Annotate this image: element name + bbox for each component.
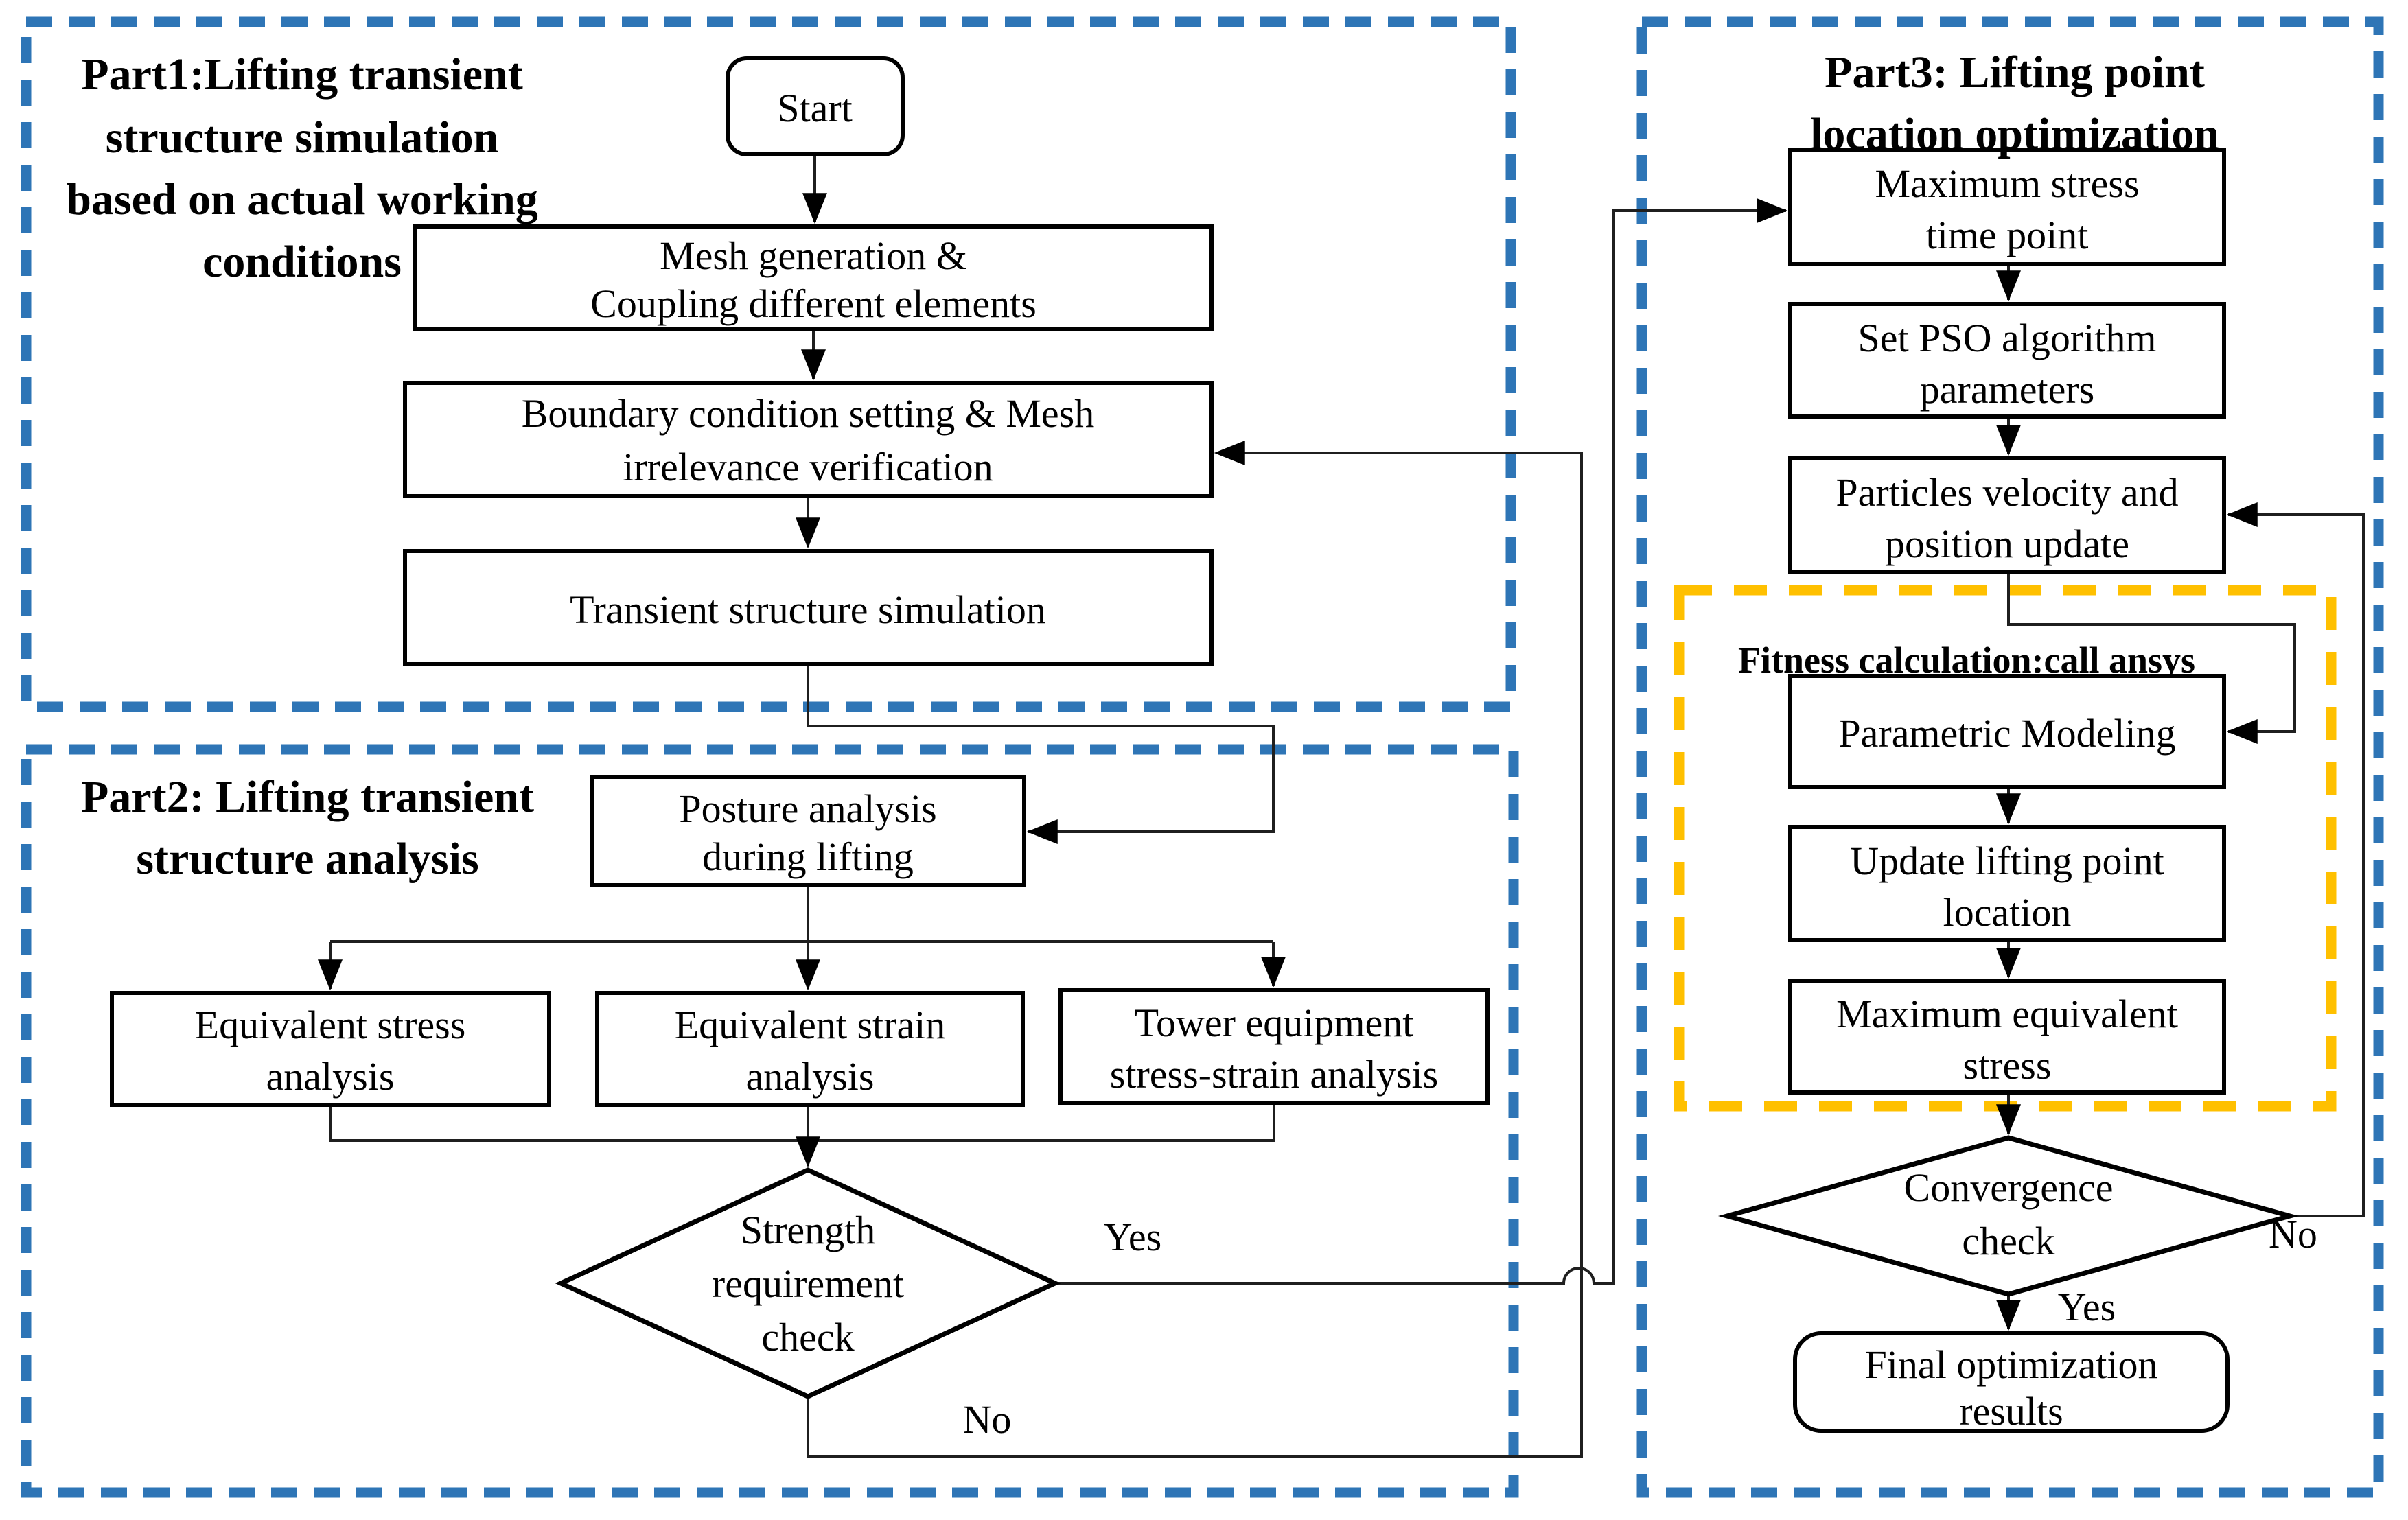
part3-title-line1: Part3: Lifting point [1825,47,2205,97]
equivalent-stress-label-line1: Equivalent stress [195,1003,466,1047]
strength-check-label-line3: check [761,1315,854,1359]
convergence-check-label-line2: check [1962,1219,2054,1263]
tower-merge-line [808,1103,1275,1142]
parametric-modeling-node [1788,674,2226,789]
arrow-convergence-no-to-particles [2226,502,2365,1217]
boundary-condition-label-line2: irrelevance verification [623,445,993,489]
max-equivalent-stress-node [1788,979,2226,1095]
strength-no-label: No [963,1397,1012,1442]
equivalent-strain-node [595,991,1025,1107]
part3-title-line2: location optimization [1810,109,2219,159]
max-stress-time-label-line2: time point [1926,213,2089,257]
part2-dashed-border [21,744,1519,1498]
start-node [726,56,905,156]
particles-update-label-line1: Particles velocity and [1836,470,2178,515]
mesh-generation-label-line1: Mesh generation & [660,233,967,278]
strength-check-label-line2: requirement [712,1261,904,1306]
arrow-particles-to-parametric [2007,572,2296,744]
set-pso-label-line2: parameters [1920,367,2094,412]
arrow-strength-yes-to-max-stress [1055,198,1788,1285]
tower-equipment-node [1058,988,1490,1105]
posture-analysis-label-line1: Posture analysis [679,786,936,831]
part1-title-line3: based on actual working [66,174,538,224]
transient-simulation-label: Transient structure simulation [570,587,1046,632]
tower-equipment-label-line2: stress-strain analysis [1110,1052,1438,1097]
max-equivalent-stress-label-line2: stress [1963,1043,2052,1088]
convergence-check-decision [1717,1135,2300,1297]
max-equivalent-stress-label-line1: Maximum equivalent [1836,992,2178,1036]
particles-update-node [1788,456,2226,574]
arrow-transient-to-posture [807,664,1275,844]
transient-simulation-node [403,549,1214,666]
final-results-label-line1: Final optimization [1865,1342,2158,1387]
equivalent-stress-node [110,991,551,1107]
update-lifting-point-label-line2: location [1943,890,2072,935]
max-stress-time-node [1788,148,2226,266]
boundary-condition-node [403,381,1214,498]
part3-dashed-border [1636,16,2384,1498]
part2-title-line2: structure analysis [136,834,478,884]
part2-title-line1: Part2: Lifting transient [81,772,534,822]
equivalent-strain-label-line2: analysis [746,1054,875,1099]
equivalent-stress-label-line2: analysis [266,1054,395,1099]
update-lifting-point-node [1788,825,2226,942]
part1-title-line2: structure simulation [106,113,499,163]
arrow-strength-no-to-boundary [807,441,1583,1458]
part1-dashed-border [21,16,1516,712]
set-pso-node [1788,302,2226,419]
final-results-label-line2: results [1959,1389,2063,1434]
part1-title-line1: Part1:Lifting transient [81,49,522,100]
mesh-generation-node [413,224,1214,331]
tower-equipment-label-line1: Tower equipment [1135,1001,1414,1045]
convergence-yes-label: Yes [2058,1285,2116,1329]
posture-analysis-label-line2: during lifting [702,834,914,879]
final-results-node [1793,1331,2230,1433]
equivalent-strain-label-line1: Equivalent strain [675,1003,946,1047]
max-stress-time-label-line1: Maximum stress [1875,161,2139,206]
strength-check-decision [555,1167,1061,1399]
strength-check-label-line1: Strength [741,1208,876,1252]
part1-title-line4: conditions [202,237,402,287]
stress-merge-line [329,1105,808,1142]
start-label: Start [777,86,853,130]
boundary-condition-label-line1: Boundary condition setting & Mesh [522,391,1095,436]
mesh-generation-label-line2: Coupling different elements [590,281,1037,326]
particles-update-label-line2: position update [1885,522,2129,566]
set-pso-label-line1: Set PSO algorithm [1857,316,2156,360]
update-lifting-point-label-line1: Update lifting point [1850,839,2164,883]
strength-yes-label: Yes [1104,1215,1161,1259]
convergence-no-label: No [2269,1212,2317,1256]
convergence-check-label-line1: Convergence [1904,1165,2114,1210]
parametric-modeling-label: Parametric Modeling [1838,711,2175,756]
posture-analysis-node [590,775,1026,887]
